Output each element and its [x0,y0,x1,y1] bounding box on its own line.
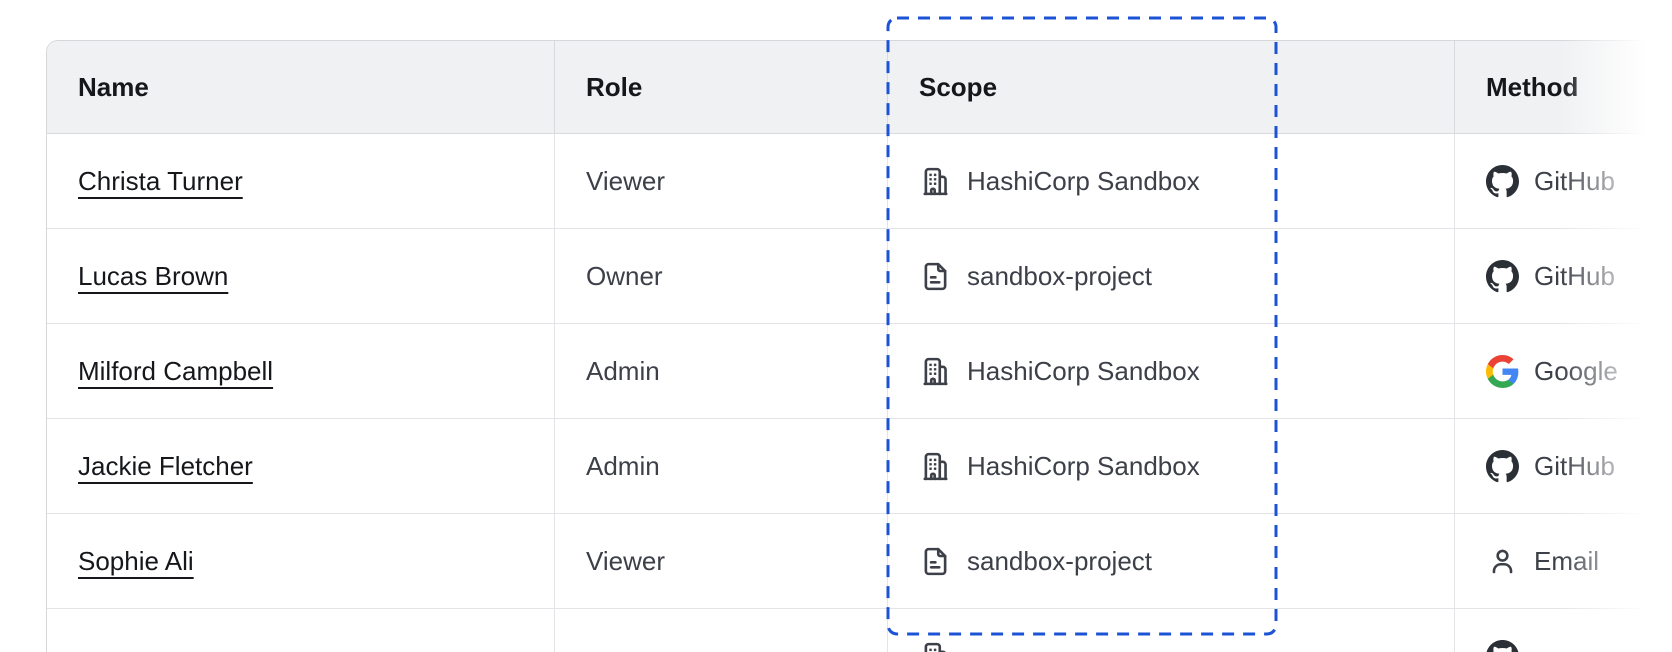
scope-label: sandbox-project [967,260,1152,291]
scope-cell: HashiCorp Sandbox [888,419,1455,513]
members-table: Name Role Scope Method Christa Turner Vi… [46,40,1672,652]
method-label: Email [1534,545,1600,576]
role-cell: Owner [555,229,888,323]
role-cell [555,609,888,652]
column-header-role: Role [555,41,888,133]
name-cell: Lucas Brown [47,229,555,323]
role-cell: Viewer [555,514,888,608]
name-cell: Milford Campbell [47,324,555,418]
scope-label: sandbox-project [967,545,1152,576]
role-label: Admin [586,450,660,481]
column-header-scope: Scope [888,41,1455,133]
name-cell [47,609,555,652]
scope-cell: sandbox-project [888,229,1455,323]
member-name-link[interactable]: Sophie Ali [78,545,194,576]
name-cell: Christa Turner [47,134,555,228]
member-name-link[interactable]: Lucas Brown [78,260,229,291]
column-header-method: Method [1486,71,1579,102]
file-icon [919,545,952,578]
scope-cell [888,609,1455,652]
table-row: Milford Campbell Admin HashiCorp Sandbox… [47,324,1672,419]
role-label: Owner [586,260,663,291]
scope-label: HashiCorp Sandbox [967,355,1200,386]
org-icon [919,640,952,652]
role-label: Viewer [586,165,666,196]
method-cell: GitHub [1455,419,1672,513]
method-cell: Google [1455,324,1672,418]
member-name-link[interactable]: Christa Turner [78,165,243,196]
org-icon [919,355,952,388]
role-cell: Admin [555,419,888,513]
table-header-row: Name Role Scope Method [47,41,1672,134]
scope-cell: sandbox-project [888,514,1455,608]
name-cell: Sophie Ali [47,514,555,608]
table-row: Christa Turner Viewer HashiCorp Sandbox … [47,134,1672,229]
method-label: Google [1534,355,1618,386]
org-icon [919,165,952,198]
method-cell: GitHub [1455,229,1672,323]
method-label: GitHub [1534,260,1615,291]
scope-label: HashiCorp Sandbox [967,165,1200,196]
role-label: Viewer [586,545,666,576]
github-icon [1486,449,1519,483]
method-cell: GitHub [1455,134,1672,228]
column-header-name: Name [47,41,555,133]
role-cell: Viewer [555,134,888,228]
github-icon [1486,259,1519,293]
table-row-partial [47,609,1672,652]
role-cell: Admin [555,324,888,418]
method-cell: Email [1455,514,1672,608]
table-row: Sophie Ali Viewer sandbox-project Email [47,514,1672,609]
member-name-link[interactable]: Jackie Fletcher [78,450,253,481]
github-icon [1486,164,1519,198]
method-label: GitHub [1534,450,1615,481]
role-label: Admin [586,355,660,386]
file-icon [919,260,952,293]
scope-cell: HashiCorp Sandbox [888,324,1455,418]
email-icon [1486,545,1519,578]
method-cell [1455,609,1672,652]
scope-cell: HashiCorp Sandbox [888,134,1455,228]
table-row: Lucas Brown Owner sandbox-project GitHub [47,229,1672,324]
scope-label: HashiCorp Sandbox [967,450,1200,481]
method-label: GitHub [1534,165,1615,196]
member-name-link[interactable]: Milford Campbell [78,355,274,386]
github-icon [1486,639,1519,652]
org-icon [919,450,952,483]
google-icon [1486,354,1519,388]
table-row: Jackie Fletcher Admin HashiCorp Sandbox … [47,419,1672,514]
name-cell: Jackie Fletcher [47,419,555,513]
